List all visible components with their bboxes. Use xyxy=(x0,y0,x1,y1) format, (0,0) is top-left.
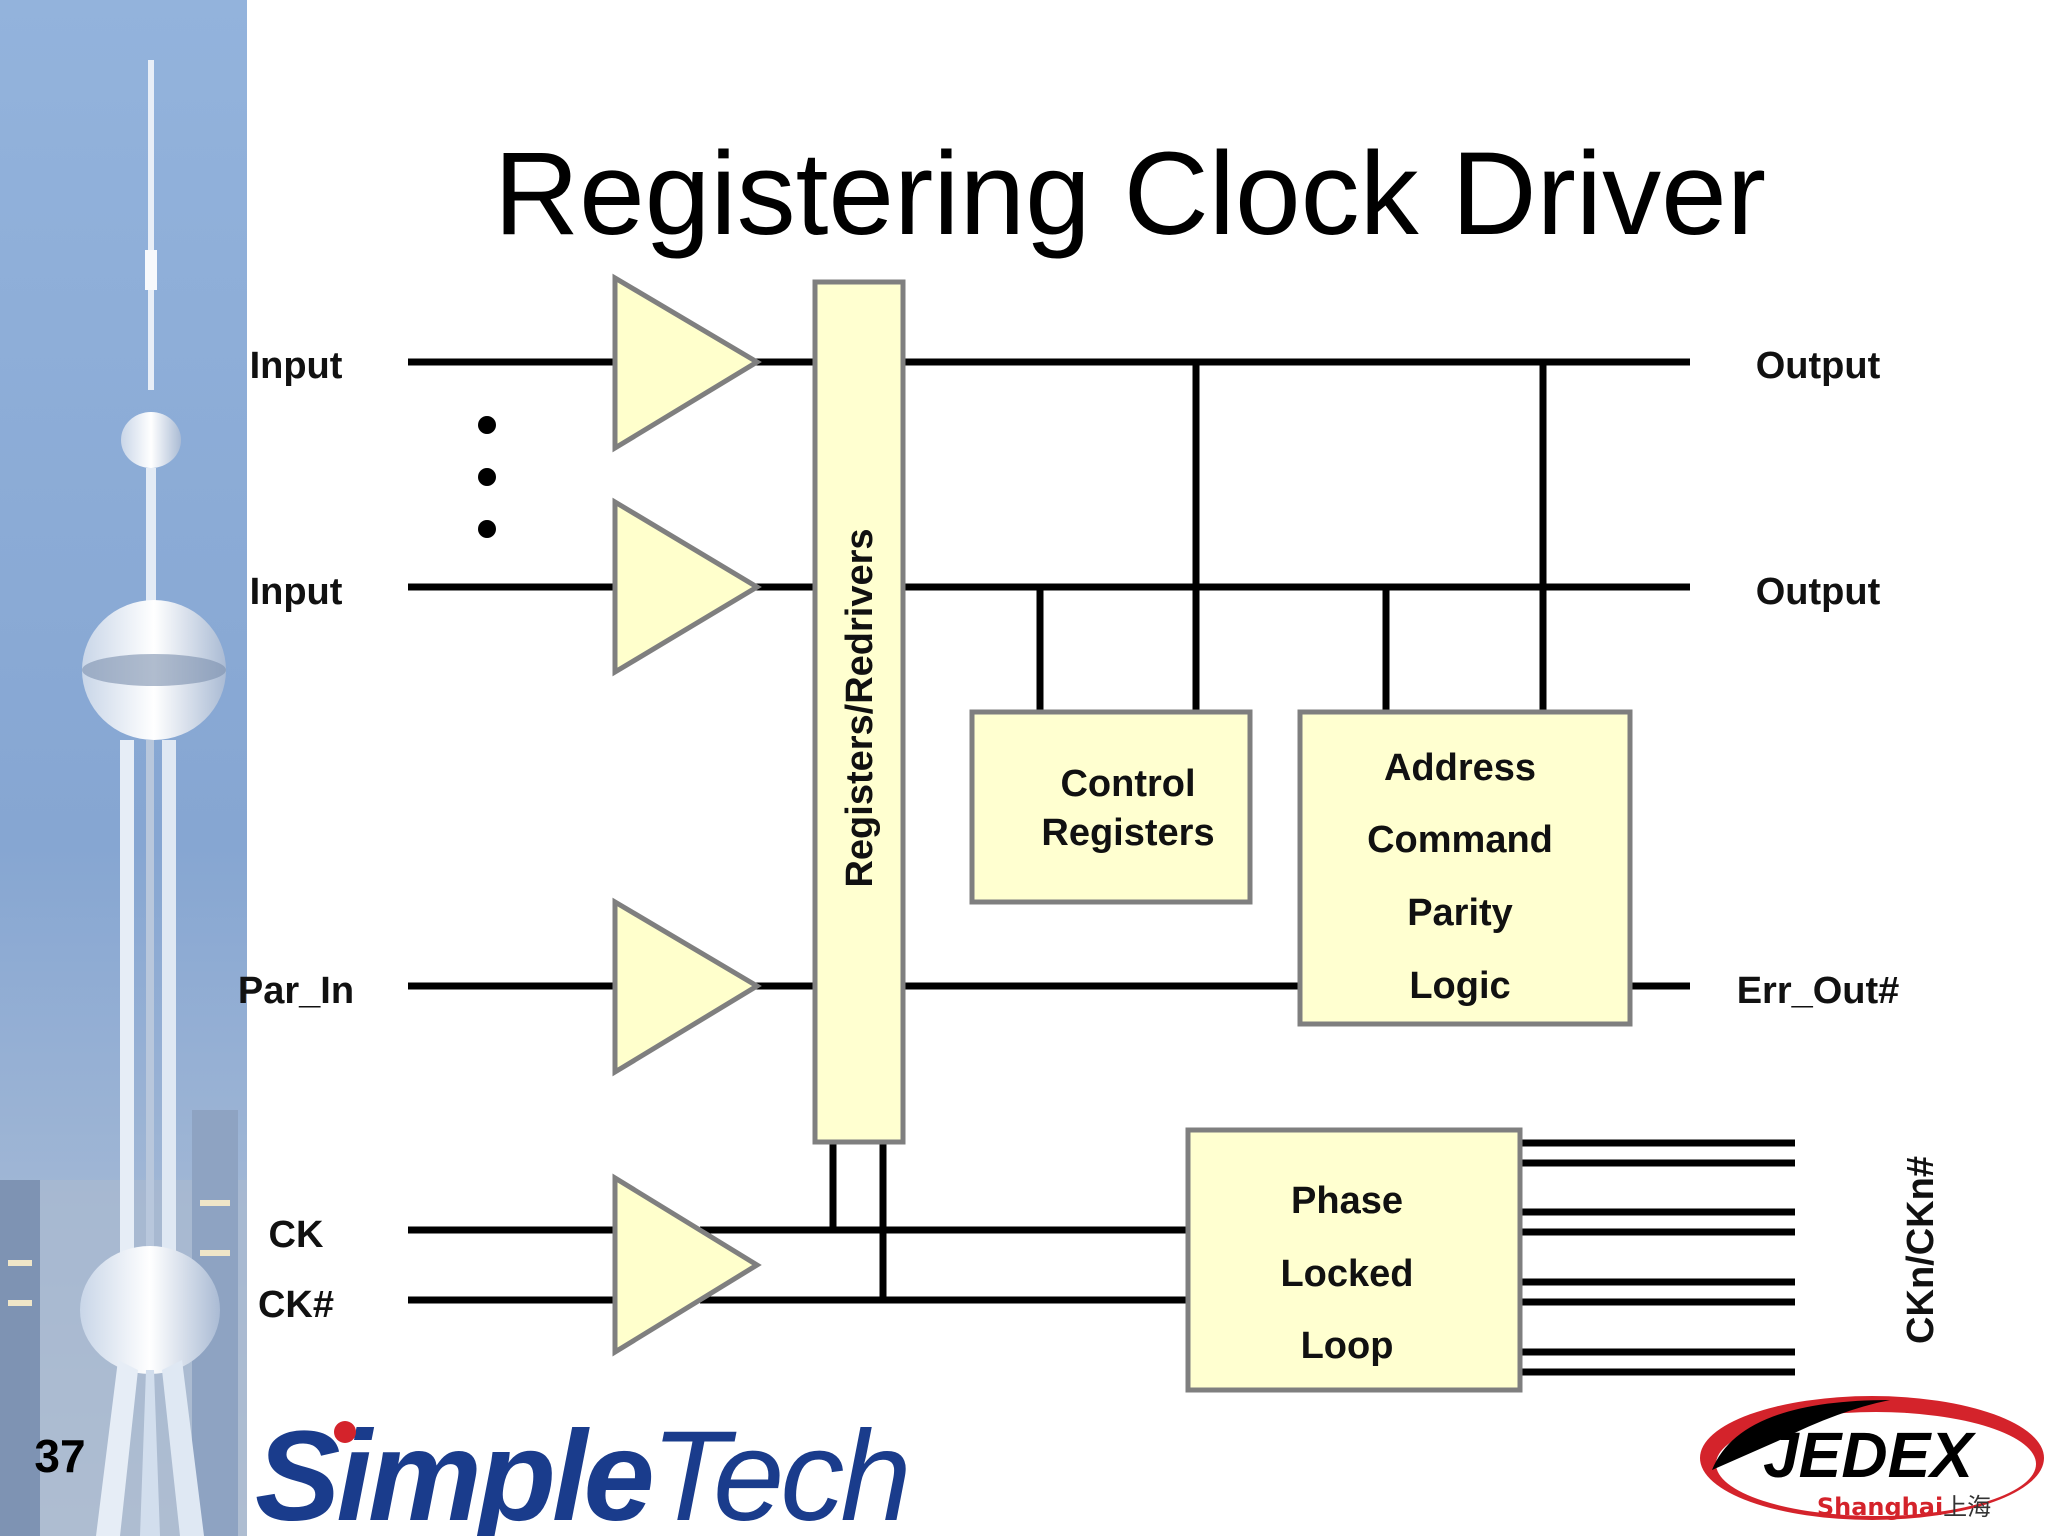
page-number: 37 xyxy=(34,1430,85,1482)
simpletech-logo-simple: Simple xyxy=(255,1405,652,1536)
control-registers-line-1: Control xyxy=(1060,763,1195,805)
input-buffer-2 xyxy=(612,497,762,677)
ck-label: CK xyxy=(269,1214,324,1256)
pll-line-1: Phase xyxy=(1291,1180,1403,1222)
par-in-label: Par_In xyxy=(238,970,354,1012)
parity-logic-line-4: Logic xyxy=(1409,965,1510,1007)
output-label-2: Output xyxy=(1756,571,1881,613)
control-registers-line-2: Registers xyxy=(1041,812,1214,854)
registers-redrivers-block xyxy=(812,279,906,1145)
parity-logic-line-1: Address xyxy=(1384,747,1536,789)
parity-logic-line-2: Command xyxy=(1367,819,1553,861)
jedex-logo-name: JEDEX xyxy=(1763,1419,1976,1491)
par-in-buffer xyxy=(612,897,762,1077)
sidebar-photo xyxy=(0,0,247,1536)
control-registers-block xyxy=(969,709,1253,905)
jedex-logo-city-cn: 上海 xyxy=(1943,1493,1991,1521)
slide-title: Registering Clock Driver xyxy=(494,128,1766,260)
pll-line-3: Loop xyxy=(1301,1325,1394,1367)
pll-block xyxy=(1185,1127,1523,1393)
clock-outputs-label: CKn/CKn# xyxy=(1900,1156,1942,1344)
input-buffer-1 xyxy=(612,273,762,453)
simpletech-logo: SimpleTech xyxy=(255,1405,912,1536)
input-label-2: Input xyxy=(250,571,343,613)
pll-line-2: Locked xyxy=(1280,1253,1413,1295)
parity-logic-block xyxy=(1297,709,1633,1027)
wires xyxy=(408,358,1795,1376)
simpletech-logo-tech: Tech xyxy=(651,1405,908,1536)
simpletech-logo-dot xyxy=(334,1421,356,1443)
ck-n-label: CK# xyxy=(258,1284,334,1326)
clock-buffer xyxy=(612,1173,762,1357)
input-label-1: Input xyxy=(250,345,343,387)
parity-logic-line-3: Parity xyxy=(1407,892,1513,934)
svg-text:SimpleTech: SimpleTech xyxy=(255,1405,908,1536)
registers-redrivers-label: Registers/Redrivers xyxy=(839,528,881,887)
err-out-label: Err_Out# xyxy=(1737,970,1900,1012)
ellipsis-dots xyxy=(478,416,496,538)
jedex-logo: JEDEX Shanghai上海 xyxy=(1700,1396,2044,1521)
svg-text:Shanghai上海: Shanghai上海 xyxy=(1817,1493,1991,1521)
jedex-logo-city: Shanghai xyxy=(1817,1493,1943,1521)
output-label-1: Output xyxy=(1756,345,1881,387)
